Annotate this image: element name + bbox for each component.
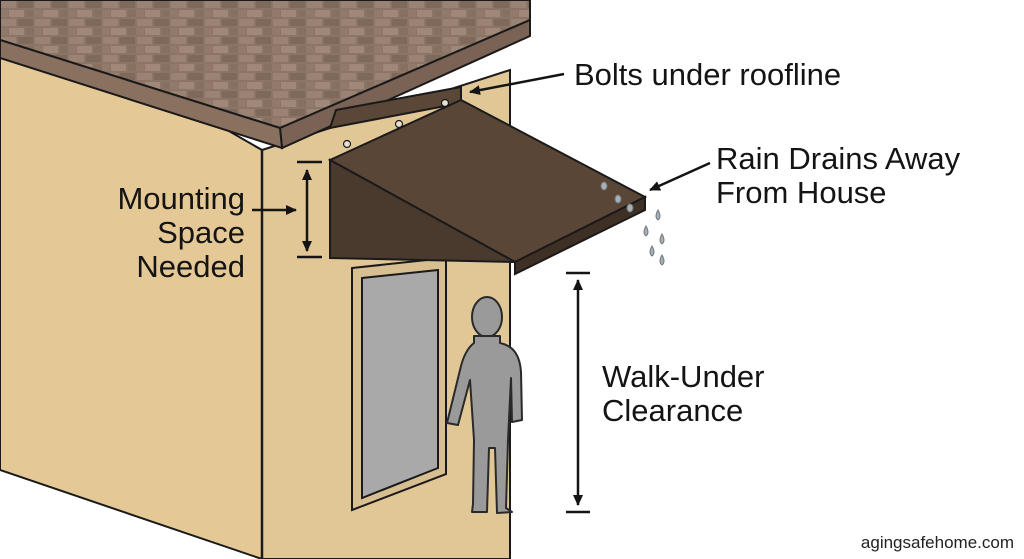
water-drop-icon xyxy=(659,253,665,266)
walk-under-clearance-dimension xyxy=(566,271,590,514)
rain-label-line-2: From House xyxy=(716,175,887,210)
mounting-space-dimension xyxy=(297,160,322,259)
walk-under-clearance-label: Walk-Under Clearance xyxy=(602,360,765,428)
bolts-pointer-arrow-icon xyxy=(469,72,565,96)
bolts-label: Bolts under roofline xyxy=(574,58,841,92)
mounting-space-label: Mounting Space Needed xyxy=(60,182,245,284)
watermark: agingsafehome.com xyxy=(860,533,1014,552)
roof xyxy=(0,0,531,150)
rain-label-line-1: Rain Drains Away xyxy=(716,141,961,176)
water-drop-icon xyxy=(659,232,665,245)
rain-drops xyxy=(600,181,665,266)
mounting-label-line-3: Needed xyxy=(136,249,245,284)
bolt xyxy=(342,139,352,149)
bolts-label-text: Bolts under roofline xyxy=(574,57,842,92)
walk-label-line-2: Clearance xyxy=(602,393,744,428)
walk-label-line-1: Walk-Under xyxy=(602,359,765,394)
person-silhouette xyxy=(446,296,523,514)
door xyxy=(351,256,447,512)
mounting-label-line-1: Mounting xyxy=(117,181,245,216)
water-drop-icon xyxy=(655,208,661,221)
rain-pointer-arrow-icon xyxy=(649,161,711,192)
awning-side xyxy=(329,158,516,263)
water-drop-icon xyxy=(626,203,634,213)
rain-drains-label: Rain Drains Away From House xyxy=(716,142,960,210)
water-drop-icon xyxy=(643,224,649,237)
water-drop-icon xyxy=(649,244,655,257)
mounting-label-line-2: Space xyxy=(157,215,245,250)
door-panel xyxy=(361,268,439,500)
water-drop-icon xyxy=(614,194,622,204)
water-drop-icon xyxy=(600,181,608,191)
awning xyxy=(327,85,648,276)
awning-front-edge xyxy=(514,195,646,276)
